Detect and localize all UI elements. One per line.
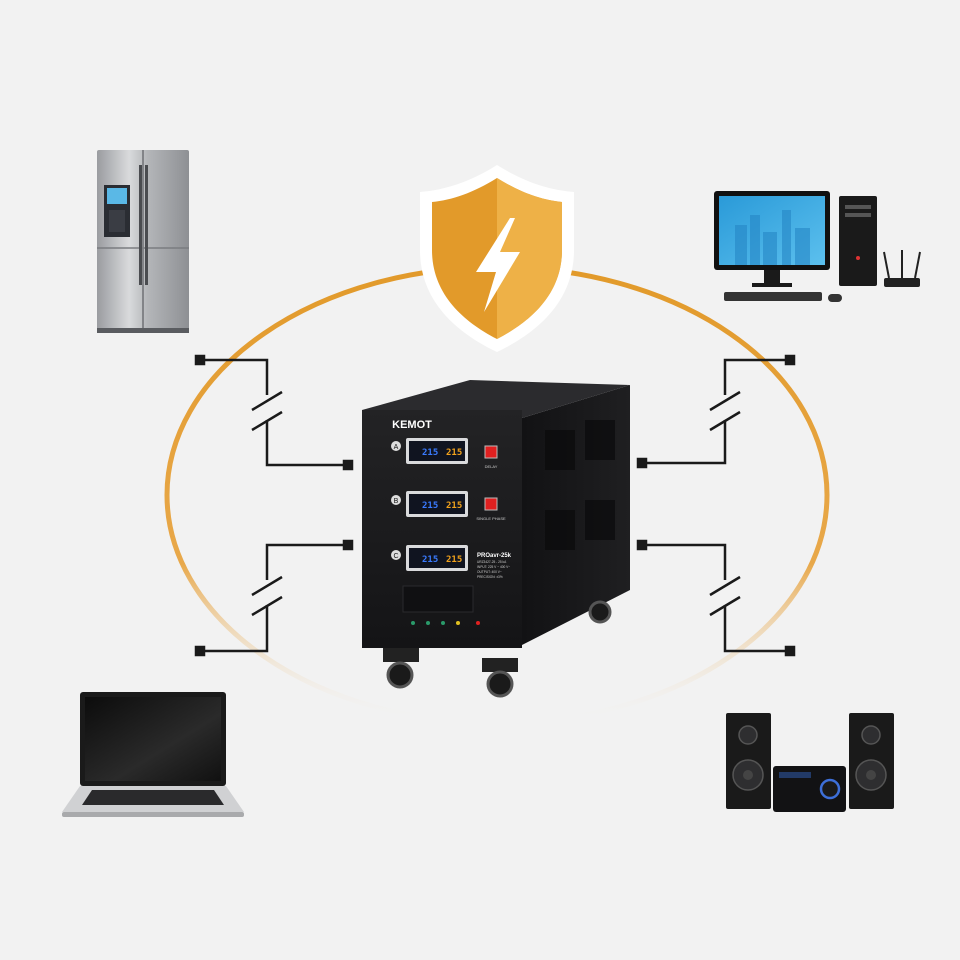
speaker-system-icon (726, 713, 894, 812)
svg-text:215: 215 (446, 555, 462, 565)
svg-text:215: 215 (422, 448, 438, 458)
lightning-bolt-icon (476, 218, 520, 312)
model-label: PROavr-25k (477, 553, 512, 559)
wire-left-top (194, 354, 354, 471)
spec-line-2: INPUT: 225 V ~ 400 V~ (477, 565, 510, 569)
svg-text:B: B (394, 498, 399, 505)
svg-text:215: 215 (446, 448, 462, 458)
spec-line-4: PRECISION: ±3% (477, 575, 503, 579)
wire-right-top (636, 354, 796, 469)
desktop-computer-icon (714, 191, 921, 302)
svg-text:215: 215 (422, 555, 438, 565)
wire-left-bottom (194, 539, 354, 657)
svg-text:215: 215 (422, 501, 438, 511)
switch-label-delay: DELAY (485, 464, 498, 469)
voltage-stabilizer: KEMOT A 215 215 DELAY B 215 215 SINGLE P… (362, 380, 630, 698)
svg-text:C: C (393, 553, 398, 560)
svg-text:215: 215 (446, 501, 462, 511)
wire-right-bottom (636, 539, 796, 657)
phase-display-b: B 215 215 (391, 491, 498, 517)
spec-line-3: OUTPUT: 400 V~ (477, 570, 502, 574)
refrigerator-icon (97, 150, 189, 333)
shield-icon (420, 165, 574, 352)
laptop-icon (62, 692, 244, 817)
caster-wheels (383, 600, 612, 698)
indicator-leds (411, 621, 480, 625)
brand-label: KEMOT (392, 419, 432, 431)
phase-display-c: C 215 215 (391, 545, 468, 571)
phase-display-a: A 215 215 (391, 438, 498, 464)
spec-line-1: URZ3427-25 - 25 kA (477, 560, 507, 564)
svg-text:A: A (394, 444, 399, 451)
switch-label-single-phase: SINGLE PHASE (476, 516, 506, 521)
